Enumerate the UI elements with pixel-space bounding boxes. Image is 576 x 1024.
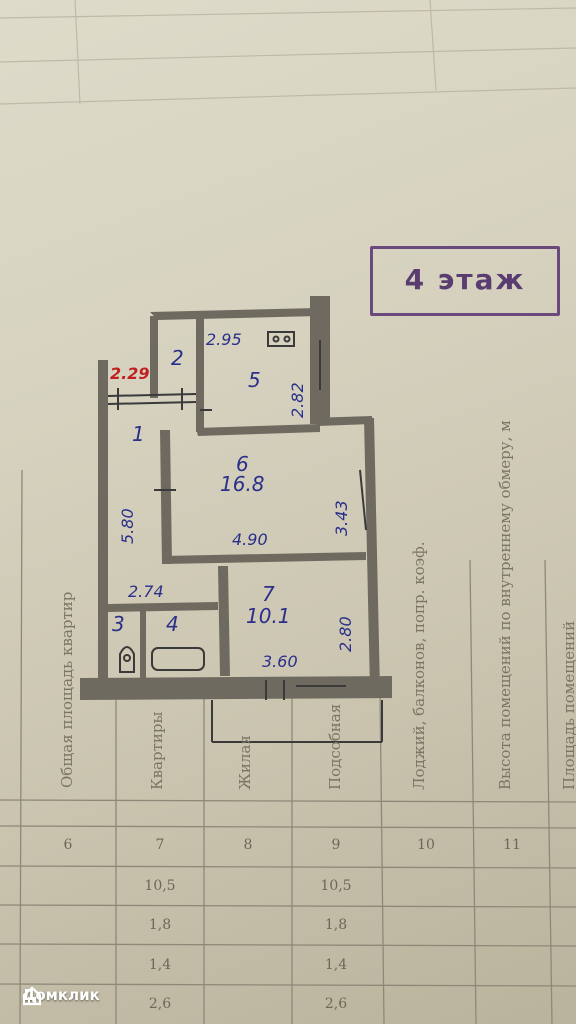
column-number-8: 8 xyxy=(243,837,253,853)
column-header-loggias: Лоджий, балконов, попр. коэф. xyxy=(410,541,428,790)
column-header-area: Площадь помещений xyxy=(560,620,576,790)
room-7-area: 10.1 xyxy=(246,604,291,628)
plan-walls xyxy=(80,296,392,700)
dimension-282: 2.82 xyxy=(288,382,307,418)
column-number-10: 10 xyxy=(417,837,435,853)
column-header-total-area: Общая площадь квартир xyxy=(58,591,76,788)
column-header-height: Высота помещений по внутреннему обмеру, … xyxy=(496,420,514,790)
dimension-red-label: 2.29 xyxy=(110,364,150,383)
table-cell-auxiliary-r2: 1,8 xyxy=(324,917,348,933)
dimension-343: 3.43 xyxy=(332,500,351,536)
column-header-auxiliary: Подсобная xyxy=(326,703,344,790)
room-1-number: 1 xyxy=(132,422,145,446)
domclick-watermark-text: Домклик xyxy=(22,986,100,1004)
house-logo-icon xyxy=(22,986,42,1006)
table-cell-auxiliary-r3: 1,4 xyxy=(324,957,348,973)
room-6-number: 6 xyxy=(236,452,249,476)
table-cell-apartment-r2: 1,8 xyxy=(148,917,172,933)
room-7-number: 7 xyxy=(262,582,275,606)
floor-stamp-text: 4 этаж xyxy=(404,263,526,296)
column-number-9: 9 xyxy=(331,837,341,853)
dimension-360: 3.60 xyxy=(262,652,298,671)
room-4-number: 4 xyxy=(166,612,179,636)
dimension-580: 5.80 xyxy=(118,508,137,544)
column-header-apartments: Квартиры xyxy=(148,711,166,790)
table-cell-apartment-r1: 10,5 xyxy=(144,878,176,894)
dimension-274: 2.74 xyxy=(128,582,164,601)
domclick-watermark: Домклик xyxy=(22,986,100,1006)
column-header-living: Жилая xyxy=(236,735,254,790)
plan-details xyxy=(107,331,383,743)
table-cell-auxiliary-r4: 2,6 xyxy=(324,996,348,1012)
column-number-11: 11 xyxy=(503,837,521,853)
dimension-295: 2.95 xyxy=(206,330,242,349)
dimension-280: 2.80 xyxy=(336,616,355,652)
table-cell-apartment-r3: 1,4 xyxy=(148,957,172,973)
dimension-490: 4.90 xyxy=(232,530,268,549)
column-number-7: 7 xyxy=(155,837,165,853)
room-6-area: 16.8 xyxy=(220,472,265,496)
room-2-number: 2 xyxy=(171,346,184,370)
table-cell-apartment-r4: 2,6 xyxy=(148,996,172,1012)
room-5-number: 5 xyxy=(248,368,261,392)
floor-stamp: 4 этаж xyxy=(370,246,560,316)
column-number-6: 6 xyxy=(63,837,73,853)
table-cell-auxiliary-r1: 10,5 xyxy=(320,878,352,894)
room-3-number: 3 xyxy=(112,612,125,636)
